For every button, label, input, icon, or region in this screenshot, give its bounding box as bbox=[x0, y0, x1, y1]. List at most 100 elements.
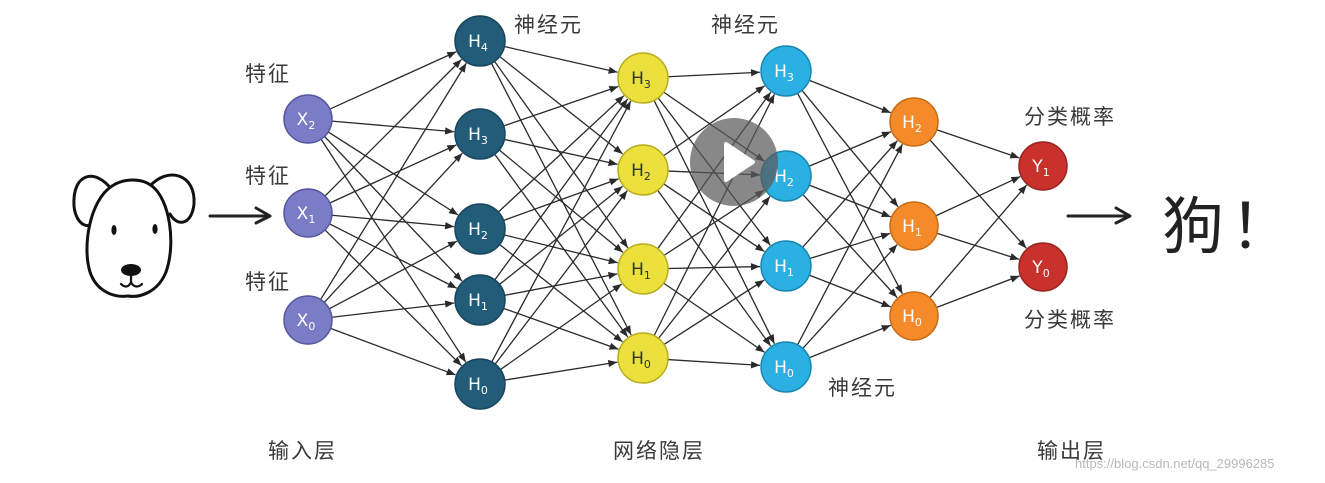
connection-arrowhead bbox=[881, 300, 891, 307]
neurons: X2X1X0H4H3H2H1H0H3H2H1H0H3H2H1H0H2H1H0Y1… bbox=[283, 15, 1068, 410]
connection-line bbox=[936, 129, 1020, 159]
input-layer-label: 输入层 bbox=[268, 439, 337, 463]
connection-arrowhead bbox=[444, 300, 455, 308]
connection-arrowhead bbox=[754, 280, 765, 288]
connection-line bbox=[667, 358, 761, 367]
connection-arrowhead bbox=[457, 352, 466, 363]
node-label: H0 bbox=[631, 349, 651, 371]
connection-line bbox=[936, 275, 1020, 309]
connection-line bbox=[324, 58, 463, 197]
connection-arrowhead bbox=[614, 95, 624, 105]
connection-line bbox=[802, 140, 898, 248]
node-hidden1-H0: H0 bbox=[454, 358, 506, 410]
connection-line bbox=[797, 143, 903, 346]
node-label: H4 bbox=[468, 32, 488, 54]
connection-line bbox=[929, 184, 1028, 299]
node-hidden1-H4: H4 bbox=[454, 15, 506, 67]
node-hidden2-H1: H1 bbox=[617, 243, 669, 295]
connection-arrowhead bbox=[881, 131, 891, 139]
node-circle bbox=[1018, 141, 1068, 191]
connection-arrowhead bbox=[453, 272, 463, 282]
connection-arrowhead bbox=[618, 190, 628, 201]
feature-label-x0: 特征 bbox=[245, 270, 291, 294]
connection-line bbox=[329, 51, 457, 110]
connection-arrowhead bbox=[623, 325, 632, 335]
connection-line bbox=[504, 361, 618, 381]
connection-arrowhead bbox=[447, 241, 458, 249]
connection-arrowhead bbox=[762, 336, 771, 346]
play-icon bbox=[724, 142, 755, 182]
connection-arrowhead bbox=[1017, 239, 1027, 249]
connection-line bbox=[504, 273, 618, 296]
neuron-label-2: 神经元 bbox=[711, 13, 780, 37]
connection-arrowhead bbox=[608, 85, 619, 93]
node-label: H1 bbox=[902, 217, 922, 239]
neuron-label-1: 神经元 bbox=[514, 13, 583, 37]
input-arrow-icon bbox=[208, 206, 272, 225]
connection-line bbox=[809, 274, 891, 308]
connection-arrowhead bbox=[767, 94, 775, 104]
node-circle bbox=[617, 144, 669, 196]
node-circle bbox=[617, 52, 669, 104]
node-hidden1-H3: H3 bbox=[454, 108, 506, 160]
connection-line bbox=[497, 95, 625, 213]
connection-line bbox=[929, 139, 1027, 249]
node-circle bbox=[454, 108, 506, 160]
connection-arrowhead bbox=[1009, 253, 1020, 261]
connection-line bbox=[936, 232, 1020, 261]
connection-arrowhead bbox=[895, 284, 903, 294]
connection-line bbox=[499, 244, 624, 343]
node-circle bbox=[617, 332, 669, 384]
node-label: H2 bbox=[774, 167, 794, 189]
node-circle bbox=[760, 45, 812, 97]
connection-arrowhead bbox=[881, 106, 891, 113]
dog-face-icon bbox=[72, 173, 196, 298]
connection-arrowhead bbox=[755, 85, 765, 94]
connection-arrowhead bbox=[452, 59, 462, 69]
connection-line bbox=[491, 100, 632, 363]
node-label: H0 bbox=[468, 375, 488, 397]
connection-line bbox=[494, 98, 629, 281]
node-label: H2 bbox=[631, 161, 651, 183]
node-hidden2-H3: H3 bbox=[617, 52, 669, 104]
connection-arrowhead bbox=[446, 51, 457, 59]
connection-arrowhead bbox=[619, 327, 628, 337]
result-label: 狗！ bbox=[1162, 190, 1299, 263]
node-hidden2-H2: H2 bbox=[617, 144, 669, 196]
connection-line bbox=[320, 62, 467, 300]
node-hidden4-H0: H0 bbox=[889, 291, 939, 341]
node-label: H3 bbox=[774, 62, 794, 84]
connection-line bbox=[809, 184, 891, 218]
connection-line bbox=[494, 190, 628, 365]
hidden-layers-label: 网络隐层 bbox=[613, 439, 705, 463]
connection-arrowhead bbox=[608, 342, 619, 350]
connection-arrowhead bbox=[762, 92, 771, 102]
neuron-label-3: 神经元 bbox=[828, 376, 897, 400]
connection-line bbox=[503, 178, 619, 222]
connection-arrowhead bbox=[761, 235, 771, 246]
node-circle bbox=[283, 295, 333, 345]
connection-arrowhead bbox=[619, 238, 628, 248]
connection-arrowhead bbox=[1009, 275, 1020, 283]
connection-line bbox=[808, 324, 892, 359]
connection-line bbox=[657, 196, 771, 339]
watermark: https://blog.csdn.net/qq_29996285 bbox=[1075, 456, 1275, 471]
node-label: X2 bbox=[297, 110, 316, 132]
connection-line bbox=[504, 234, 618, 264]
connection-line bbox=[329, 144, 457, 204]
connection-line bbox=[504, 138, 618, 166]
connection-line bbox=[323, 152, 463, 303]
connection-line bbox=[503, 307, 619, 350]
connection-arrowhead bbox=[754, 243, 765, 252]
connection-arrowhead bbox=[613, 145, 623, 154]
connection-line bbox=[663, 279, 765, 346]
connection-arrowhead bbox=[613, 243, 623, 253]
play-button[interactable] bbox=[690, 118, 778, 206]
node-input-X1: X1 bbox=[283, 188, 333, 238]
connection-arrowhead bbox=[608, 257, 618, 265]
connection-line bbox=[503, 85, 619, 127]
node-label: X0 bbox=[297, 311, 316, 333]
node-input-X2: X2 bbox=[283, 94, 333, 144]
node-label: H2 bbox=[902, 113, 922, 135]
feature-label-x2: 特征 bbox=[245, 62, 291, 86]
